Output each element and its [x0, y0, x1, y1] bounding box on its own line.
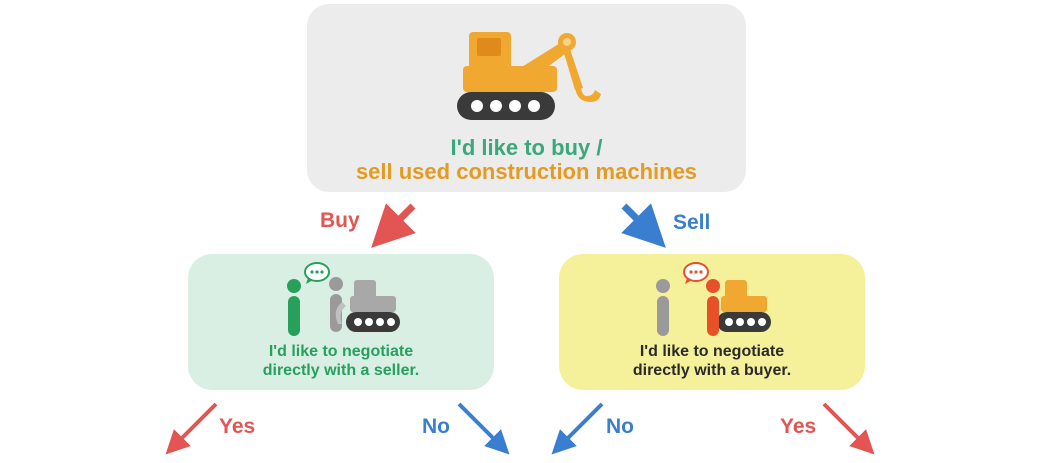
speech-bubble-icon: [304, 262, 330, 284]
buyer-person-icon: [287, 279, 301, 336]
no-left-arrow: [457, 402, 510, 455]
excavator-icon: [457, 32, 601, 120]
sell-label: Sell: [673, 211, 711, 234]
yes-right-label: Yes: [780, 415, 817, 438]
yes-right-arrow: [822, 402, 875, 455]
buy-label: Buy: [320, 209, 360, 232]
sell-question-box: I'd like to negotiate directly with a bu…: [559, 254, 865, 390]
buy-question-line1: I'd like to negotiate: [268, 343, 414, 360]
grey-bulldozer-icon: [329, 277, 400, 332]
speech-bubble-icon: [683, 262, 709, 284]
yes-left-label: Yes: [219, 415, 256, 438]
top-question-line1: I'd like to buy /: [450, 135, 603, 160]
top-question-line2: sell used construction machines: [355, 159, 698, 184]
no-right-arrow: [551, 402, 604, 455]
yes-left-arrow: [165, 402, 218, 455]
seller-person-icon: [706, 279, 720, 336]
sell-question-line2: directly with a buyer.: [632, 362, 792, 379]
no-left-label: No: [422, 415, 450, 438]
sell-question-line1: I'd like to negotiate: [639, 343, 785, 360]
buyer-person-icon: [656, 279, 670, 336]
buy-question-box: I'd like to negotiate directly with a se…: [188, 254, 494, 390]
buy-arrow: [371, 203, 416, 248]
buy-question-line2: directly with a seller.: [262, 362, 420, 379]
top-question-box: I'd like to buy / sell used construction…: [307, 4, 746, 192]
sell-arrow: [621, 203, 666, 248]
no-right-label: No: [606, 415, 634, 438]
